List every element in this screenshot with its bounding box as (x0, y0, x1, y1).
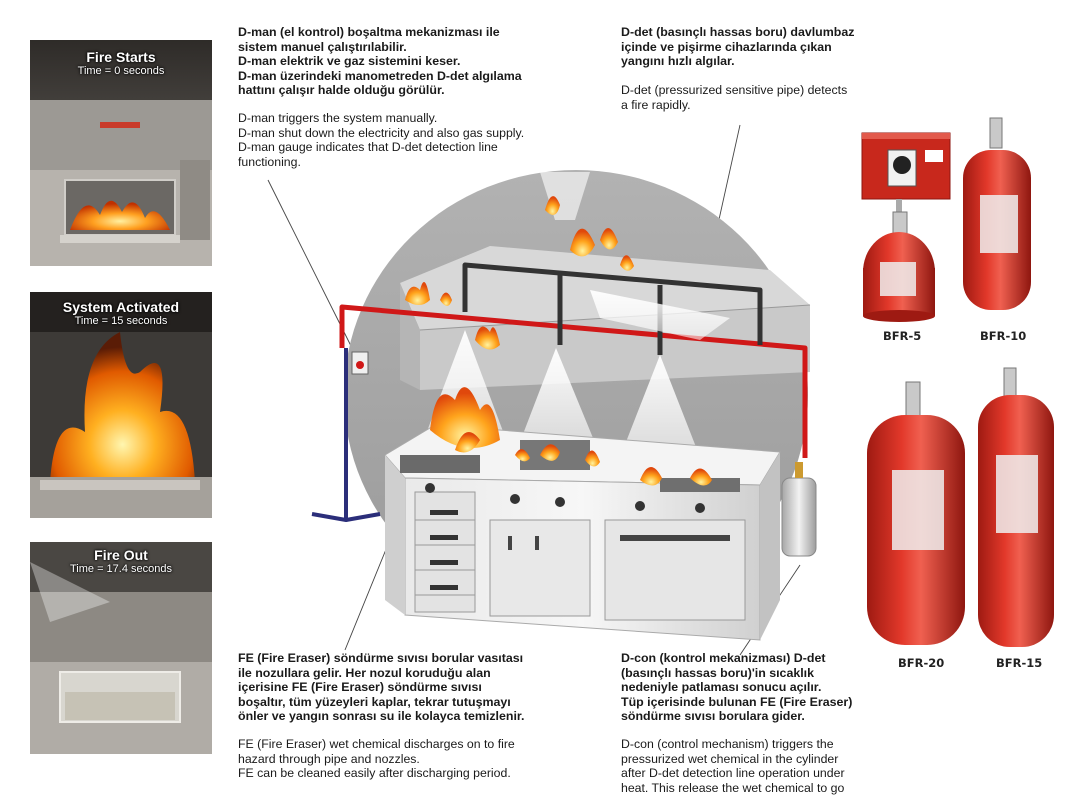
photo-fire-starts: Fire Starts Time = 0 seconds (30, 40, 212, 266)
cylinder-bfr-10 (963, 117, 1031, 310)
photo-time: Time = 15 seconds (74, 315, 168, 328)
photo-system-activated-image (30, 292, 212, 518)
photo-time: Time = 0 seconds (77, 65, 165, 78)
dman-tr-text: D-man (el kontrol) boşaltma mekanizması … (238, 25, 522, 97)
dcon-cylinder (781, 462, 817, 557)
dman-en-text: D-man triggers the system manually. D-ma… (238, 111, 525, 169)
fe-en-text: FE (Fire Eraser) wet chemical discharges… (238, 737, 515, 780)
cylinder-bfr-20 (867, 381, 965, 645)
dcon-tr-text: D-con (kontrol mekanizması) D-det (basın… (621, 651, 853, 723)
photo-title: Fire Starts (86, 49, 156, 65)
ddet-tr-text: D-det (basınçlı hassas boru) davlumbaz i… (621, 25, 855, 68)
piping-network (311, 262, 808, 522)
dcon-en-text: D-con (control mechanism) triggers the p… (621, 737, 845, 795)
photo-fire-out: Fire Out Time = 17.4 seconds (30, 542, 212, 754)
label-bfr-10: BFR-10 (980, 329, 1027, 343)
photo-time: Time = 17.4 seconds (69, 563, 172, 576)
photo-title: System Activated (62, 299, 180, 315)
photo-fire-out-image (30, 542, 212, 754)
cylinder-bfr-15 (978, 367, 1054, 647)
label-bfr-20: BFR-20 (898, 656, 945, 670)
photo-fire-starts-image (30, 40, 212, 266)
cylinder-bfr-5 (863, 211, 935, 322)
label-bfr-15: BFR-15 (996, 656, 1043, 670)
dman-button (356, 361, 364, 369)
fe-tr-text: FE (Fire Eraser) söndürme sıvısı borular… (238, 651, 525, 723)
photo-system-activated: System Activated Time = 15 seconds (30, 292, 212, 518)
flames (405, 196, 712, 486)
dman-cabinet (861, 132, 951, 219)
ddet-en-text: D-det (pressurized sensitive pipe) detec… (621, 83, 848, 112)
cooking-line (384, 424, 781, 641)
label-bfr-5: BFR-5 (883, 329, 922, 343)
photo-title: Fire Out (94, 547, 148, 563)
